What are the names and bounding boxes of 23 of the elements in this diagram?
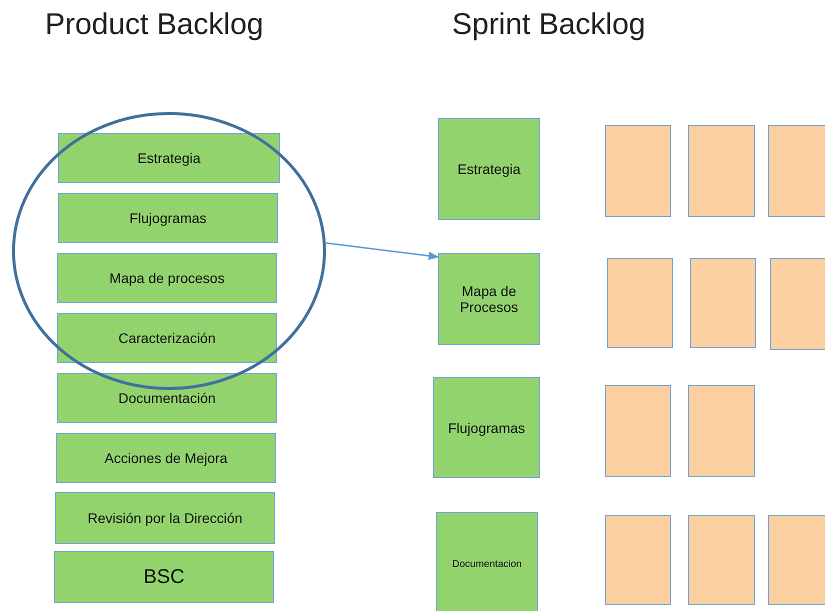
section-heading: Product Backlog: [45, 8, 264, 42]
backlog-item-box: BSC: [54, 551, 274, 603]
backlog-item-box: Documentación: [57, 373, 277, 423]
task-card: [768, 125, 825, 217]
backlog-item-box: Mapa de Procesos: [438, 253, 540, 345]
backlog-item-box: Acciones de Mejora: [56, 433, 276, 483]
task-card: [770, 258, 825, 350]
task-card: [605, 125, 671, 217]
section-heading: Sprint Backlog: [452, 8, 646, 42]
task-card: [688, 385, 755, 477]
backlog-item-box: Revisión por la Dirección: [55, 492, 275, 544]
backlog-item-box: Flujogramas: [433, 377, 540, 478]
task-card: [688, 125, 755, 217]
task-card: [605, 385, 671, 477]
arrow: [326, 242, 440, 260]
task-card: [605, 515, 671, 605]
task-card: [688, 515, 755, 605]
task-card: [768, 515, 825, 605]
selection-circle: [12, 112, 326, 390]
backlog-item-box: Documentacion: [436, 512, 538, 611]
task-card: [607, 258, 673, 348]
backlog-item-box: Estrategia: [438, 118, 540, 220]
task-card: [690, 258, 756, 348]
